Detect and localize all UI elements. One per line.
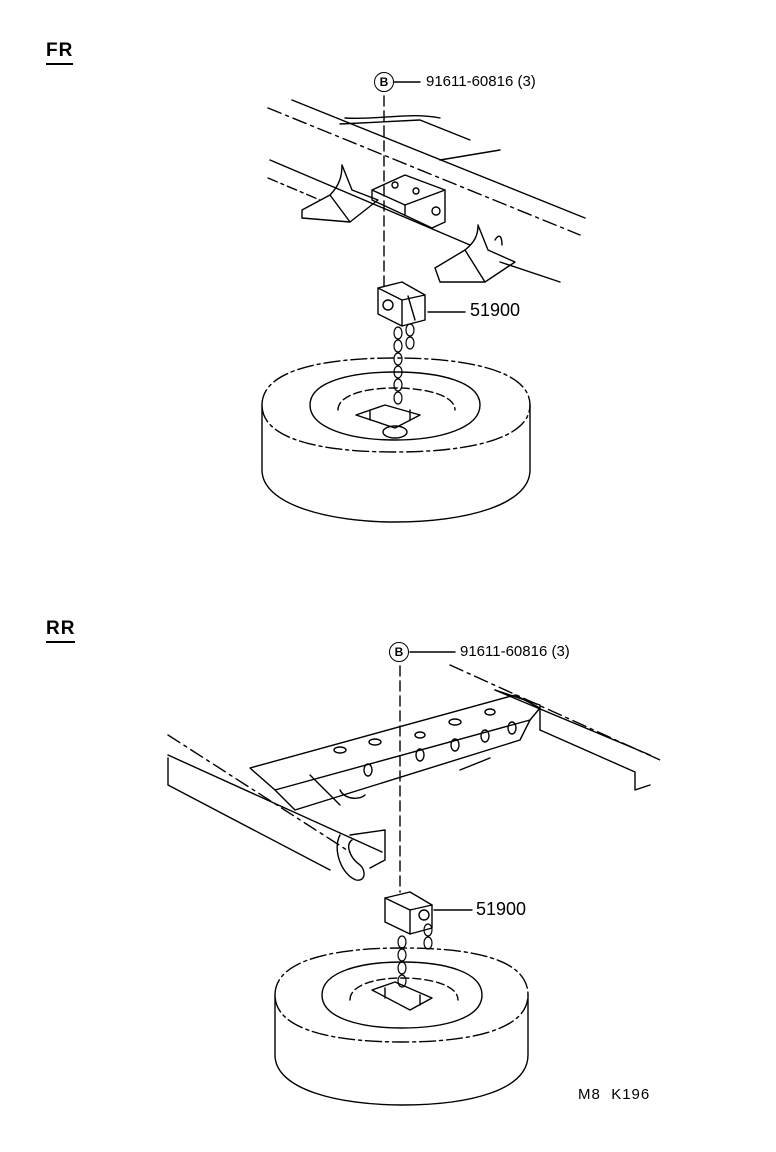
rear-bolt-callout: 91611-60816 (3) xyxy=(460,643,570,660)
rear-part-number: 51900 xyxy=(476,899,527,919)
front-left-gusset xyxy=(301,164,379,223)
rear-left-frame-rail xyxy=(167,734,386,871)
footer-code-m8: M8 xyxy=(578,1086,601,1103)
rear-tire-clamp-plate xyxy=(371,981,433,1011)
rear-spare-tire xyxy=(274,947,529,1106)
rear-right-frame-rail xyxy=(449,664,661,791)
front-spare-tire xyxy=(261,357,531,523)
front-part-number: 51900 xyxy=(470,300,521,320)
rear-chain xyxy=(397,923,433,988)
front-bolt-callout: 91611-60816 (3) xyxy=(426,73,536,90)
rear-bolt-symbol: B xyxy=(389,642,409,662)
front-right-gusset xyxy=(434,224,516,283)
rear-winch-hanger xyxy=(384,891,433,935)
front-frame-rail xyxy=(267,99,586,283)
front-section-label-text: FR xyxy=(46,40,74,61)
front-section-underline xyxy=(46,63,74,65)
rear-section-label: RR xyxy=(46,618,76,643)
rear-crossmember xyxy=(249,694,541,811)
rear-section-label-text: RR xyxy=(46,618,76,639)
front-tire-clamp-plate xyxy=(355,404,421,439)
front-section-label: FR xyxy=(46,40,74,65)
rear-hook xyxy=(336,834,365,881)
front-chain xyxy=(393,323,415,405)
footer-figure-id: K196 xyxy=(611,1086,651,1103)
front-winch-hanger xyxy=(377,281,426,327)
front-mount-bracket xyxy=(371,174,446,229)
front-bolt-symbol: B xyxy=(374,72,394,92)
rear-section-underline xyxy=(46,641,76,643)
footer-code: M8 K196 xyxy=(578,1086,650,1103)
